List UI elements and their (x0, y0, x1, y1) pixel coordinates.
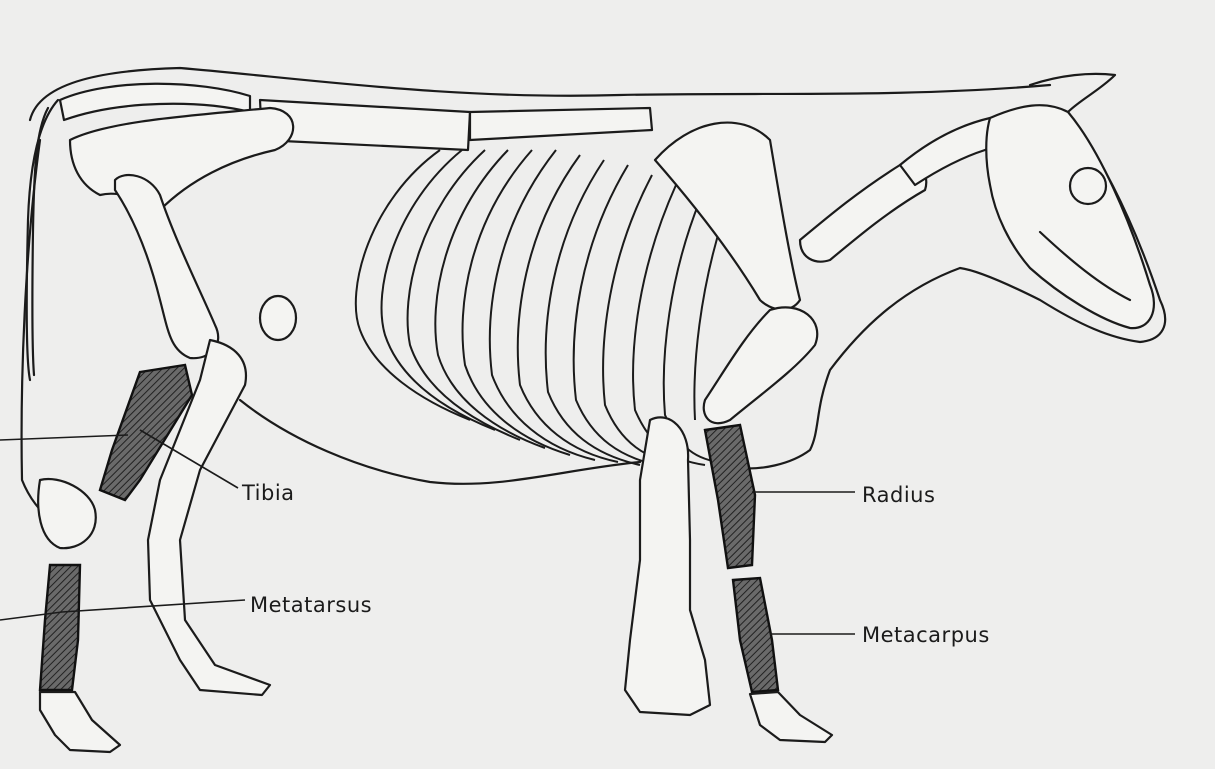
near-fore-hoof (750, 692, 832, 742)
metatarsus-bone (40, 565, 80, 690)
radius-bone (705, 425, 755, 568)
pelvis (70, 108, 293, 210)
tibia-label: Tibia (241, 481, 295, 505)
humerus (704, 307, 818, 423)
metatarsus-label: Metatarsus (250, 593, 372, 617)
near-hind-hoof (40, 692, 120, 752)
neck-vertebrae (800, 118, 999, 262)
radius-label: Radius (862, 483, 935, 507)
tail-vertebrae-inner (32, 108, 48, 375)
scapula (655, 123, 800, 310)
hock (38, 479, 96, 548)
metacarpus-bone (733, 578, 778, 692)
tibia-leader-left (0, 435, 128, 440)
patella (260, 296, 296, 340)
tail-vertebrae (27, 100, 58, 380)
metacarpus-label: Metacarpus (862, 623, 990, 647)
